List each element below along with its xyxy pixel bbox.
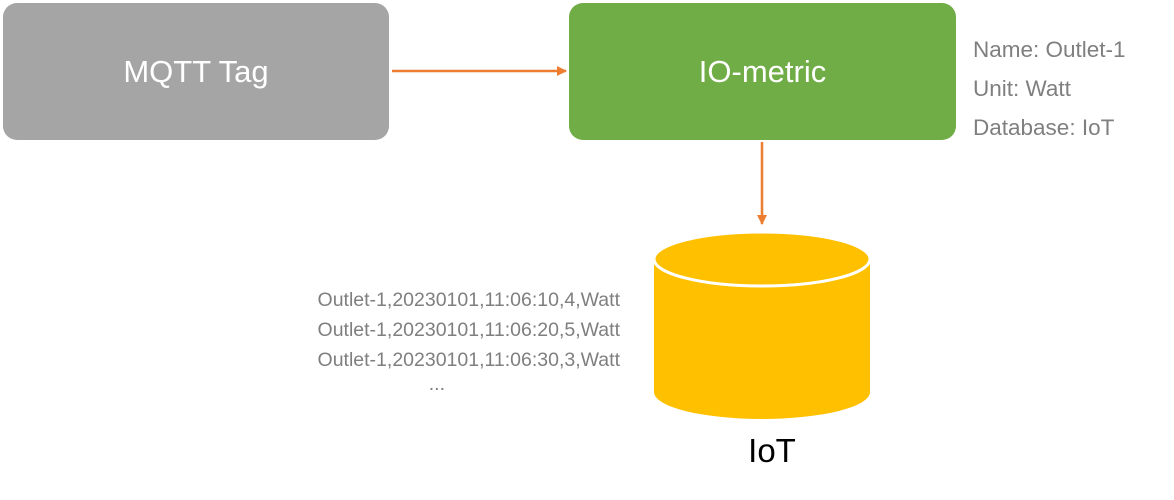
info-name: Name: Outlet-1 [973,37,1126,62]
io-metric-info: Name: Outlet-1 Unit: Watt Database: IoT [973,30,1126,147]
database-label: IoT [748,432,796,469]
sample-records: Outlet-1,20230101,11:06:10,4,Watt Outlet… [240,285,620,395]
io-metric-label: IO-metric [698,53,827,89]
database-cylinder-icon [652,230,872,419]
mqtt-tag-label: MQTT Tag [123,53,269,89]
record-line: Outlet-1,20230101,11:06:10,4,Watt [317,289,620,311]
info-database: Database: IoT [973,115,1115,140]
io-metric-node: IO-metric [569,3,956,140]
mqtt-tag-node: MQTT Tag [3,3,389,140]
record-line: Outlet-1,20230101,11:06:30,3,Watt [317,349,620,371]
record-line: Outlet-1,20230101,11:06:20,5,Watt [317,319,620,341]
info-unit: Unit: Watt [973,76,1071,101]
record-ellipsis: ... [428,373,445,395]
